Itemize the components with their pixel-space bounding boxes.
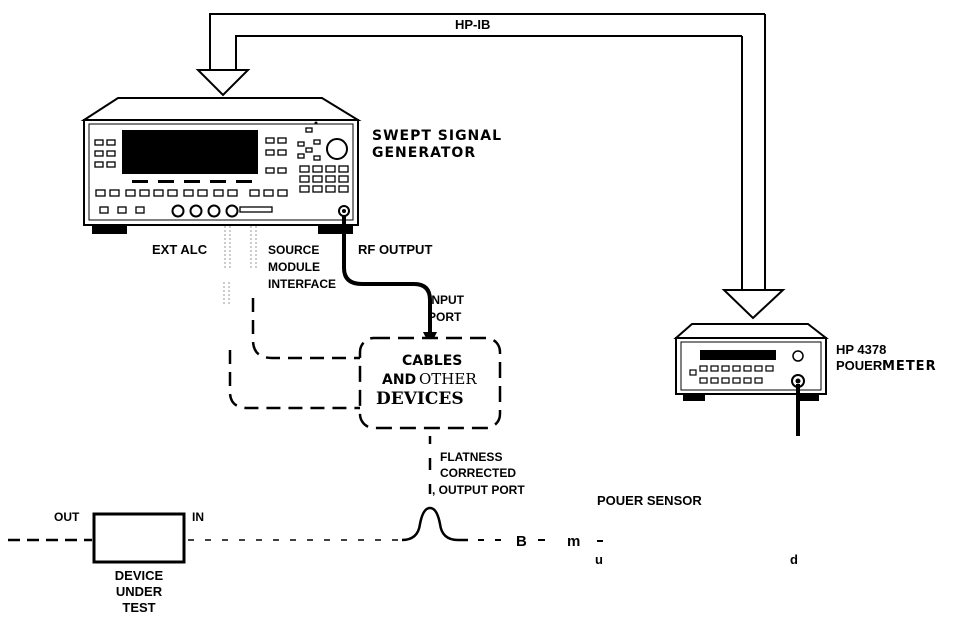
- cables-label: CABLES: [402, 353, 462, 369]
- power-meter: [673, 323, 829, 436]
- and-label: AND: [382, 372, 416, 388]
- input-port-label-1: INPUT: [428, 293, 465, 307]
- rf-output-cable: [342, 216, 437, 346]
- input-port-label-2: PORT: [428, 310, 462, 324]
- flatness-label-3: , OUTPUT PORT: [432, 483, 525, 497]
- source-module-label-2: MODULE: [268, 260, 320, 274]
- power-meter-label-2a: POUER: [836, 358, 883, 373]
- power-meter-label-2b: METER: [882, 359, 937, 374]
- power-sensor-label: POUER SENSOR: [597, 493, 702, 508]
- power-meter-display: [700, 350, 776, 360]
- glyph-m: m: [567, 533, 580, 550]
- swept-signal-generator: [80, 97, 362, 234]
- hpib-bus: [195, 13, 786, 320]
- dut-out-label: OUT: [54, 510, 80, 524]
- source-module-label-3: INTERFACE: [268, 277, 336, 291]
- ext-alc-label: EXT ALC: [152, 242, 208, 257]
- source-module-label-1: SOURCE: [268, 243, 319, 257]
- dut-label-3: TEST: [122, 600, 155, 615]
- generator-label-line1: SWEPT SIGNAL: [372, 128, 502, 144]
- devices-label: DEVICES: [376, 389, 464, 409]
- flatness-label-1: FLATNESS: [440, 450, 502, 464]
- hpib-label: HP-IB: [455, 17, 490, 32]
- generator-display: [122, 130, 258, 174]
- generator-label-line2: GENERATOR: [372, 145, 476, 161]
- cables-devices-box: [358, 336, 502, 430]
- dashed-cables: [228, 298, 362, 410]
- dut-label-2: UNDER: [116, 584, 163, 599]
- glyph-d: d: [790, 552, 798, 567]
- flatness-label-2: CORRECTED: [440, 466, 516, 480]
- rotary-knob-icon: [326, 138, 348, 160]
- generator-connector-stubs: [223, 226, 257, 305]
- dut-in-label: IN: [192, 510, 204, 524]
- power-meter-label-1: HP 4378: [836, 342, 886, 357]
- device-under-test-box: [92, 512, 186, 564]
- dut-label-1: DEVICE: [115, 568, 164, 583]
- rf-output-label: RF OUTPUT: [358, 242, 432, 257]
- glyph-b: B: [516, 533, 527, 550]
- other-label: OTHER: [419, 370, 477, 388]
- glyph-u: u: [595, 552, 603, 567]
- power-sensor-line: [478, 539, 603, 542]
- flatness-output-path: [401, 436, 468, 542]
